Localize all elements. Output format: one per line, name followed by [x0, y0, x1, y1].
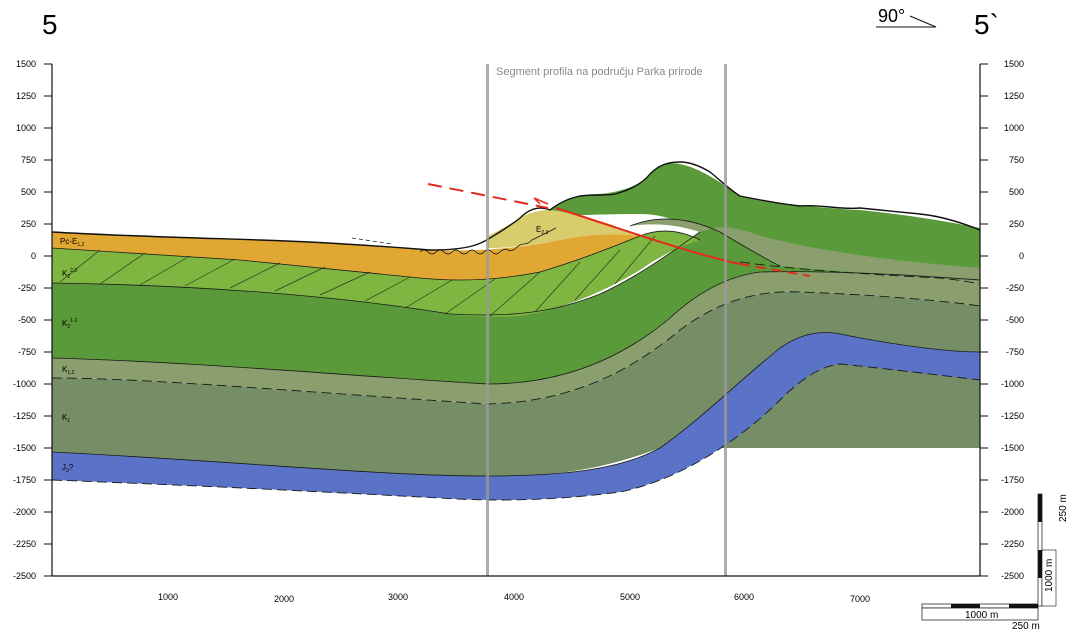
y-tick-label: -2000	[1001, 507, 1024, 517]
y-tick-label: 250	[21, 219, 36, 229]
y-tick-label: 250	[1009, 219, 1024, 229]
y-axis-ticks	[44, 63, 988, 577]
vertical-scale-small-label: 250 m	[1058, 494, 1068, 522]
y-tick-label: 500	[1009, 187, 1024, 197]
profile-start-label: 5	[42, 9, 58, 40]
y-tick-label: -2250	[13, 539, 36, 549]
fault-lines	[427, 183, 811, 277]
unit-label-j3: J3?	[62, 463, 74, 474]
unit-label-e23: E2,3	[536, 225, 549, 236]
horizontal-scale-label: 1000 m	[965, 610, 998, 621]
unit-k2-12-layer	[52, 227, 980, 384]
unit-k12-wedge	[630, 218, 980, 280]
vertical-scale-bar: 1000 m 250 m	[1037, 493, 1068, 607]
x-axis-labels: 1000 2000 3000 4000 5000 6000 7000	[158, 592, 870, 604]
y-axis-labels-right: 1500 1250 1000 750 500 250 0 -250 -500 -…	[1001, 59, 1024, 581]
y-tick-label: 1250	[16, 91, 36, 101]
vertical-scale-label: 1000 m	[1044, 559, 1055, 592]
y-tick-label: -750	[1006, 347, 1024, 357]
x-tick-label: 5000	[620, 592, 640, 602]
y-tick-label: -1250	[13, 411, 36, 421]
y-tick-label: 750	[21, 155, 36, 165]
unit-k1-layer	[52, 291, 980, 476]
x-tick-label: 2000	[274, 594, 294, 604]
dashed-trace	[351, 237, 393, 245]
y-tick-label: 0	[1019, 251, 1024, 261]
y-tick-label: 1000	[1004, 123, 1024, 133]
unit-e23-layer	[488, 210, 640, 248]
topographic-surface	[51, 161, 981, 251]
y-tick-label: -250	[18, 283, 36, 293]
y-tick-label: -250	[1006, 283, 1024, 293]
unit-label-k2-23: K22,3	[62, 268, 77, 280]
unit-label-pc-e: Pc-E1,2	[60, 237, 85, 248]
y-tick-label: -1500	[13, 443, 36, 453]
y-tick-label: -500	[1006, 315, 1024, 325]
unit-j3-layer	[52, 332, 980, 500]
x-tick-label: 7000	[850, 594, 870, 604]
unit-mountain-layer	[540, 163, 980, 268]
horizontal-scale-bar: 1000 m 250 m	[921, 603, 1040, 631]
segment-boundaries	[486, 64, 727, 576]
unit-labels: Pc-E1,2 E2,3 K22,3 K21-2 K1,2 K1 J3?	[60, 225, 549, 474]
k2-23-hatching	[59, 235, 656, 317]
y-tick-label: 750	[1009, 155, 1024, 165]
y-tick-label: -2500	[1001, 571, 1024, 581]
y-tick-label: -1500	[1001, 443, 1024, 453]
x-tick-label: 3000	[388, 592, 408, 602]
y-tick-label: -1250	[1001, 411, 1024, 421]
y-tick-label: -1750	[13, 475, 36, 485]
y-tick-label: -2000	[13, 507, 36, 517]
y-tick-label: -2500	[13, 571, 36, 581]
profile-end-label: 5`	[974, 9, 999, 40]
azimuth-indicator: 90°	[876, 6, 937, 28]
y-tick-label: 500	[21, 187, 36, 197]
y-tick-label: 1250	[1004, 91, 1024, 101]
unit-label-k12: K1,2	[62, 365, 75, 376]
y-tick-label: -500	[18, 315, 36, 325]
azimuth-label: 90°	[878, 6, 905, 26]
unit-pc-e-layer	[52, 229, 640, 280]
y-tick-label: -750	[18, 347, 36, 357]
y-tick-label: 1500	[16, 59, 36, 69]
y-tick-label: 0	[31, 251, 36, 261]
segment-label: Segment profila na području Parka prirod…	[496, 66, 703, 78]
y-tick-label: 1000	[16, 123, 36, 133]
x-tick-label: 1000	[158, 592, 178, 602]
dashed-boundaries	[51, 261, 981, 501]
y-tick-label: -1750	[1001, 475, 1024, 485]
y-tick-label: 1500	[1004, 59, 1024, 69]
y-tick-label: -2250	[1001, 539, 1024, 549]
y-axis-labels-left: 1500 1250 1000 750 500 250 0 -250 -500 -…	[13, 59, 36, 581]
unit-k12-layer	[52, 271, 980, 404]
x-tick-label: 4000	[504, 592, 524, 602]
horizontal-scale-small-label: 250 m	[1012, 621, 1040, 631]
y-tick-label: -1000	[13, 379, 36, 389]
unit-label-k2-12: K21-2	[62, 318, 78, 330]
unit-label-k1: K1	[62, 413, 70, 424]
x-tick-label: 6000	[734, 592, 754, 602]
y-tick-label: -1000	[1001, 379, 1024, 389]
